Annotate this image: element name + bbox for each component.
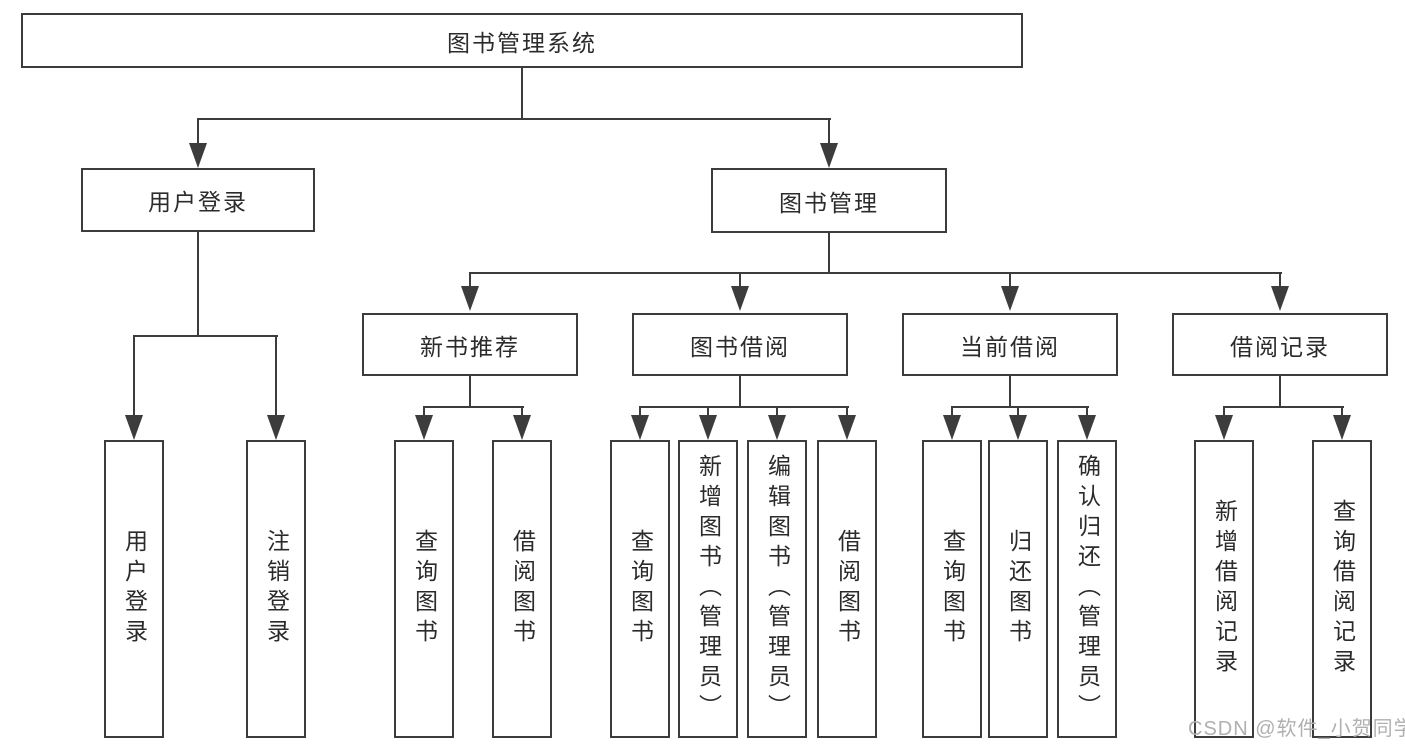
connector-book-borrow-stem bbox=[739, 376, 741, 407]
connector-user-login-stem bbox=[197, 232, 199, 336]
connector-arrow-line bbox=[1017, 406, 1019, 416]
connector-borrow-records-bar bbox=[1223, 406, 1344, 408]
arrow-down-icon bbox=[631, 415, 649, 440]
connector-arrow-borrow-records-line bbox=[1279, 272, 1281, 287]
node-library-management-system: 图书管理系统 bbox=[21, 13, 1023, 68]
leaf-borrow-books: 借阅图书 bbox=[817, 440, 877, 738]
arrow-down-icon bbox=[838, 415, 856, 440]
arrow-down-icon bbox=[415, 415, 433, 440]
leaf-add-book-admin: 新增图书（管理员） bbox=[678, 440, 738, 738]
arrow-down-icon bbox=[1333, 415, 1351, 440]
connector-arrow-line bbox=[707, 406, 709, 416]
arrow-down-icon bbox=[943, 415, 961, 440]
connector-arrow-line bbox=[776, 406, 778, 416]
connector-arrow-line bbox=[1086, 406, 1088, 416]
arrow-down-icon bbox=[461, 286, 479, 311]
arrow-down-icon bbox=[1009, 415, 1027, 440]
connector-current-borrow-stem bbox=[1009, 376, 1011, 407]
connector-root-bar bbox=[197, 118, 831, 120]
leaf-borrow-books-recommend: 借阅图书 bbox=[492, 440, 552, 738]
arrow-down-icon bbox=[1078, 415, 1096, 440]
arrow-down-icon bbox=[513, 415, 531, 440]
connector-arrow-book-management-line bbox=[828, 118, 830, 144]
connector-root-stem bbox=[521, 68, 523, 118]
connector-current-borrow-bar bbox=[951, 406, 1089, 408]
node-current-borrow: 当前借阅 bbox=[902, 313, 1118, 376]
connector-book-management-stem bbox=[828, 233, 830, 273]
leaf-query-borrow-record: 查询借阅记录 bbox=[1312, 440, 1372, 738]
connector-new-book-bar bbox=[423, 406, 524, 408]
connector-arrow-line bbox=[521, 406, 523, 416]
connector-arrow-book-borrow-line bbox=[739, 272, 741, 287]
node-borrow-records: 借阅记录 bbox=[1172, 313, 1388, 376]
connector-arrow-line bbox=[1341, 406, 1343, 416]
arrow-down-icon bbox=[1215, 415, 1233, 440]
connector-arrow-line bbox=[423, 406, 425, 416]
leaf-confirm-return-admin: 确认归还（管理员） bbox=[1057, 440, 1117, 738]
arrow-down-icon bbox=[731, 286, 749, 311]
arrow-down-icon bbox=[267, 415, 285, 440]
connector-arrow-line bbox=[846, 406, 848, 416]
node-user-login: 用户登录 bbox=[81, 168, 315, 232]
watermark-csdn: CSDN @软件_小贺同学 bbox=[1188, 718, 1405, 740]
leaf-add-borrow-record: 新增借阅记录 bbox=[1194, 440, 1254, 738]
connector-user-login-bar bbox=[133, 335, 278, 337]
connector-arrow-line bbox=[951, 406, 953, 416]
connector-new-book-stem bbox=[469, 376, 471, 407]
leaf-user-login: 用户登录 bbox=[104, 440, 164, 738]
leaf-query-books-current: 查询图书 bbox=[922, 440, 982, 738]
connector-arrow-line bbox=[1223, 406, 1225, 416]
arrow-down-icon bbox=[768, 415, 786, 440]
arrow-down-icon bbox=[1001, 286, 1019, 311]
connector-arrow-current-borrow-line bbox=[1009, 272, 1011, 287]
connector-arrow-new-book-line bbox=[469, 272, 471, 287]
arrow-down-icon bbox=[1271, 286, 1289, 311]
arrow-down-icon bbox=[820, 143, 838, 168]
arrow-down-icon bbox=[699, 415, 717, 440]
arrow-down-icon bbox=[189, 143, 207, 168]
leaf-return-book: 归还图书 bbox=[988, 440, 1048, 738]
arrow-down-icon bbox=[125, 415, 143, 440]
node-new-book-recommend: 新书推荐 bbox=[362, 313, 578, 376]
connector-book-management-bar bbox=[469, 272, 1282, 274]
node-book-management: 图书管理 bbox=[711, 168, 947, 233]
connector-arrow-leaf-user-login-line bbox=[133, 335, 135, 416]
leaf-edit-book-admin: 编辑图书（管理员） bbox=[747, 440, 807, 738]
connector-borrow-records-stem bbox=[1279, 376, 1281, 407]
connector-arrow-user-login-line bbox=[197, 118, 199, 144]
leaf-query-books-borrow: 查询图书 bbox=[610, 440, 670, 738]
connector-book-borrow-bar bbox=[639, 406, 849, 408]
leaf-logout: 注销登录 bbox=[246, 440, 306, 738]
node-book-borrow: 图书借阅 bbox=[632, 313, 848, 376]
leaf-query-books-recommend: 查询图书 bbox=[394, 440, 454, 738]
connector-arrow-leaf-logout-line bbox=[275, 335, 277, 416]
connector-arrow-line bbox=[639, 406, 641, 416]
